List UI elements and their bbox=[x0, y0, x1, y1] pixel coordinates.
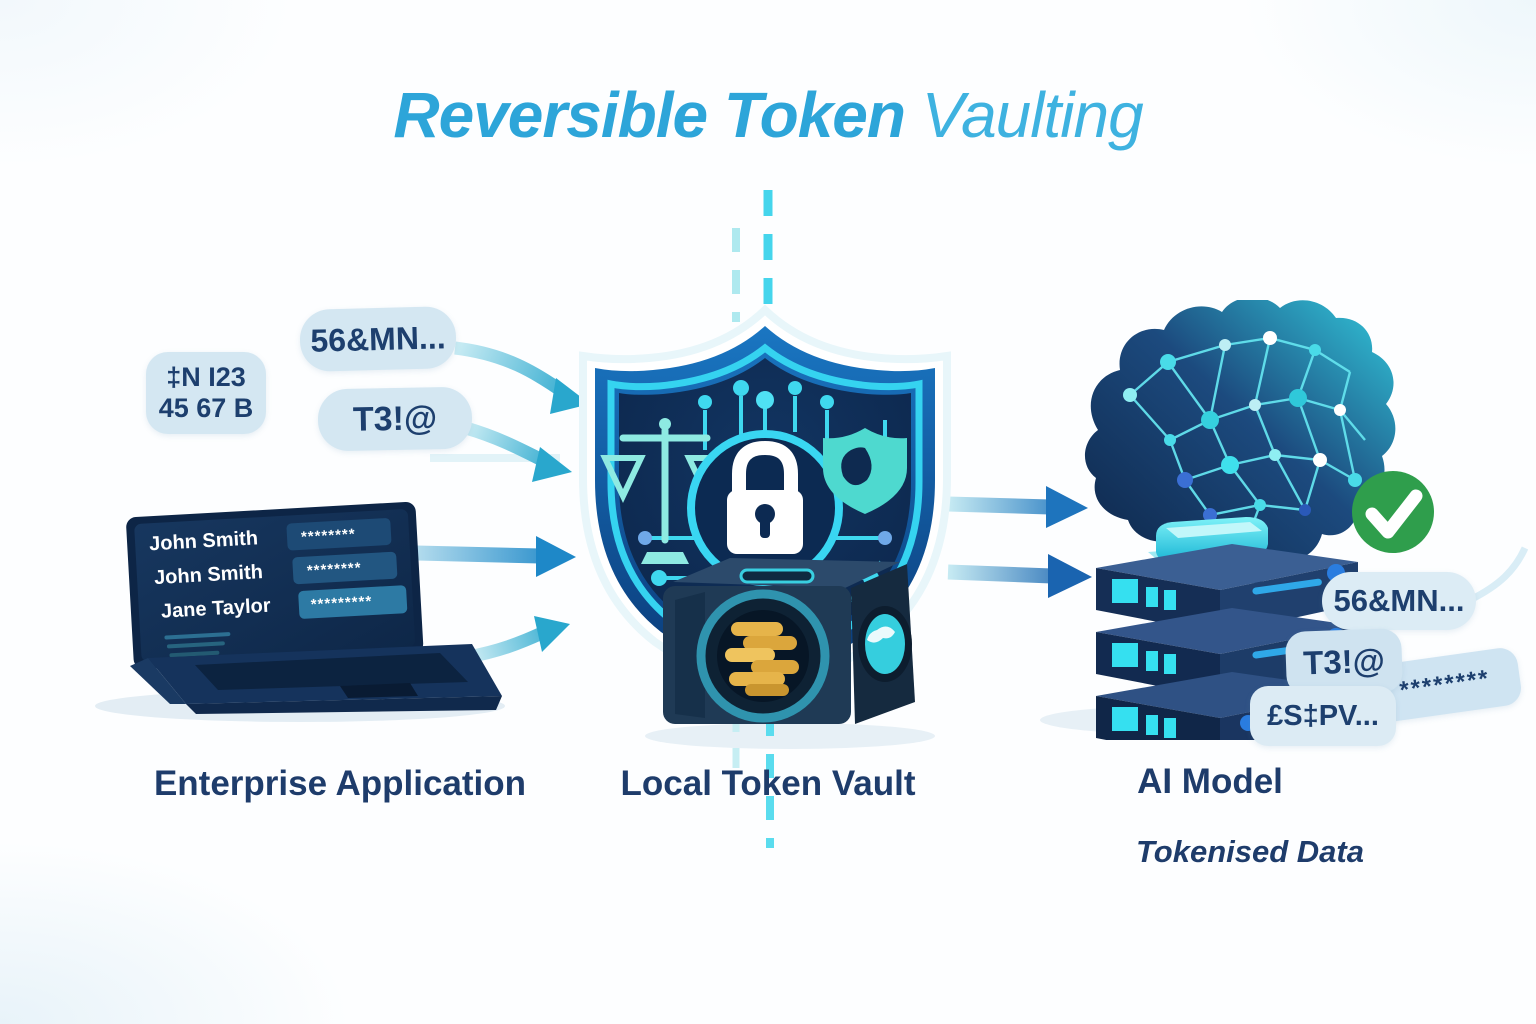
title-light: Vaulting bbox=[904, 79, 1144, 151]
arrow-vault-to-ai-bottom bbox=[947, 554, 1092, 598]
token-vault-illustration bbox=[579, 304, 951, 724]
arrow-vault-to-ai-top bbox=[947, 486, 1088, 528]
token-bubble-right-3: £S‡PV... bbox=[1250, 686, 1396, 746]
pii-id-line2: 45 67 B bbox=[158, 393, 254, 423]
vault-shadow bbox=[645, 723, 935, 749]
gold-coins bbox=[725, 622, 799, 696]
decor-curve-right bbox=[1468, 546, 1529, 604]
laptop-row-mask-chip bbox=[292, 551, 398, 585]
padlock-icon bbox=[687, 430, 843, 586]
vault-safe bbox=[663, 558, 915, 724]
token-bubble-left-2: T3!@ bbox=[317, 386, 473, 452]
laptop-row-mask: ********* bbox=[310, 593, 372, 613]
local-token-vault-label: Local Token Vault bbox=[620, 764, 916, 803]
pii-id-bubble: ‡N I23 45 67 B bbox=[146, 352, 266, 434]
page-title: Reversible Token Vaulting bbox=[0, 78, 1536, 152]
laptop-row-mask-chip bbox=[286, 518, 392, 551]
enterprise-application-label: Enterprise Application bbox=[153, 764, 527, 803]
checkmark-icon bbox=[1352, 471, 1434, 553]
ai-model-label: AI Model bbox=[1137, 762, 1283, 801]
ai-brain bbox=[1084, 300, 1396, 584]
laptop-row-mask: ******** bbox=[306, 560, 362, 580]
token-bubble-right-1: 56&MN... bbox=[1322, 572, 1476, 630]
pii-id-line1: ‡N I23 bbox=[166, 361, 246, 392]
laptop-illustration: John Smith ******** John Smith ******** … bbox=[126, 501, 502, 714]
privacy-shield-icon bbox=[823, 428, 907, 514]
title-emphasis: Reversible Token bbox=[393, 79, 906, 151]
laptop-row-mask: ******** bbox=[301, 526, 357, 546]
token-bubble-left-1: 56&MN... bbox=[299, 305, 457, 373]
arrow-token2-to-vault bbox=[464, 421, 572, 482]
neural-nodes bbox=[1123, 331, 1362, 551]
laptop-base bbox=[130, 644, 502, 714]
tokenised-data-label: Tokenised Data bbox=[1136, 834, 1364, 869]
laptop-row-mask-chip bbox=[298, 585, 408, 619]
